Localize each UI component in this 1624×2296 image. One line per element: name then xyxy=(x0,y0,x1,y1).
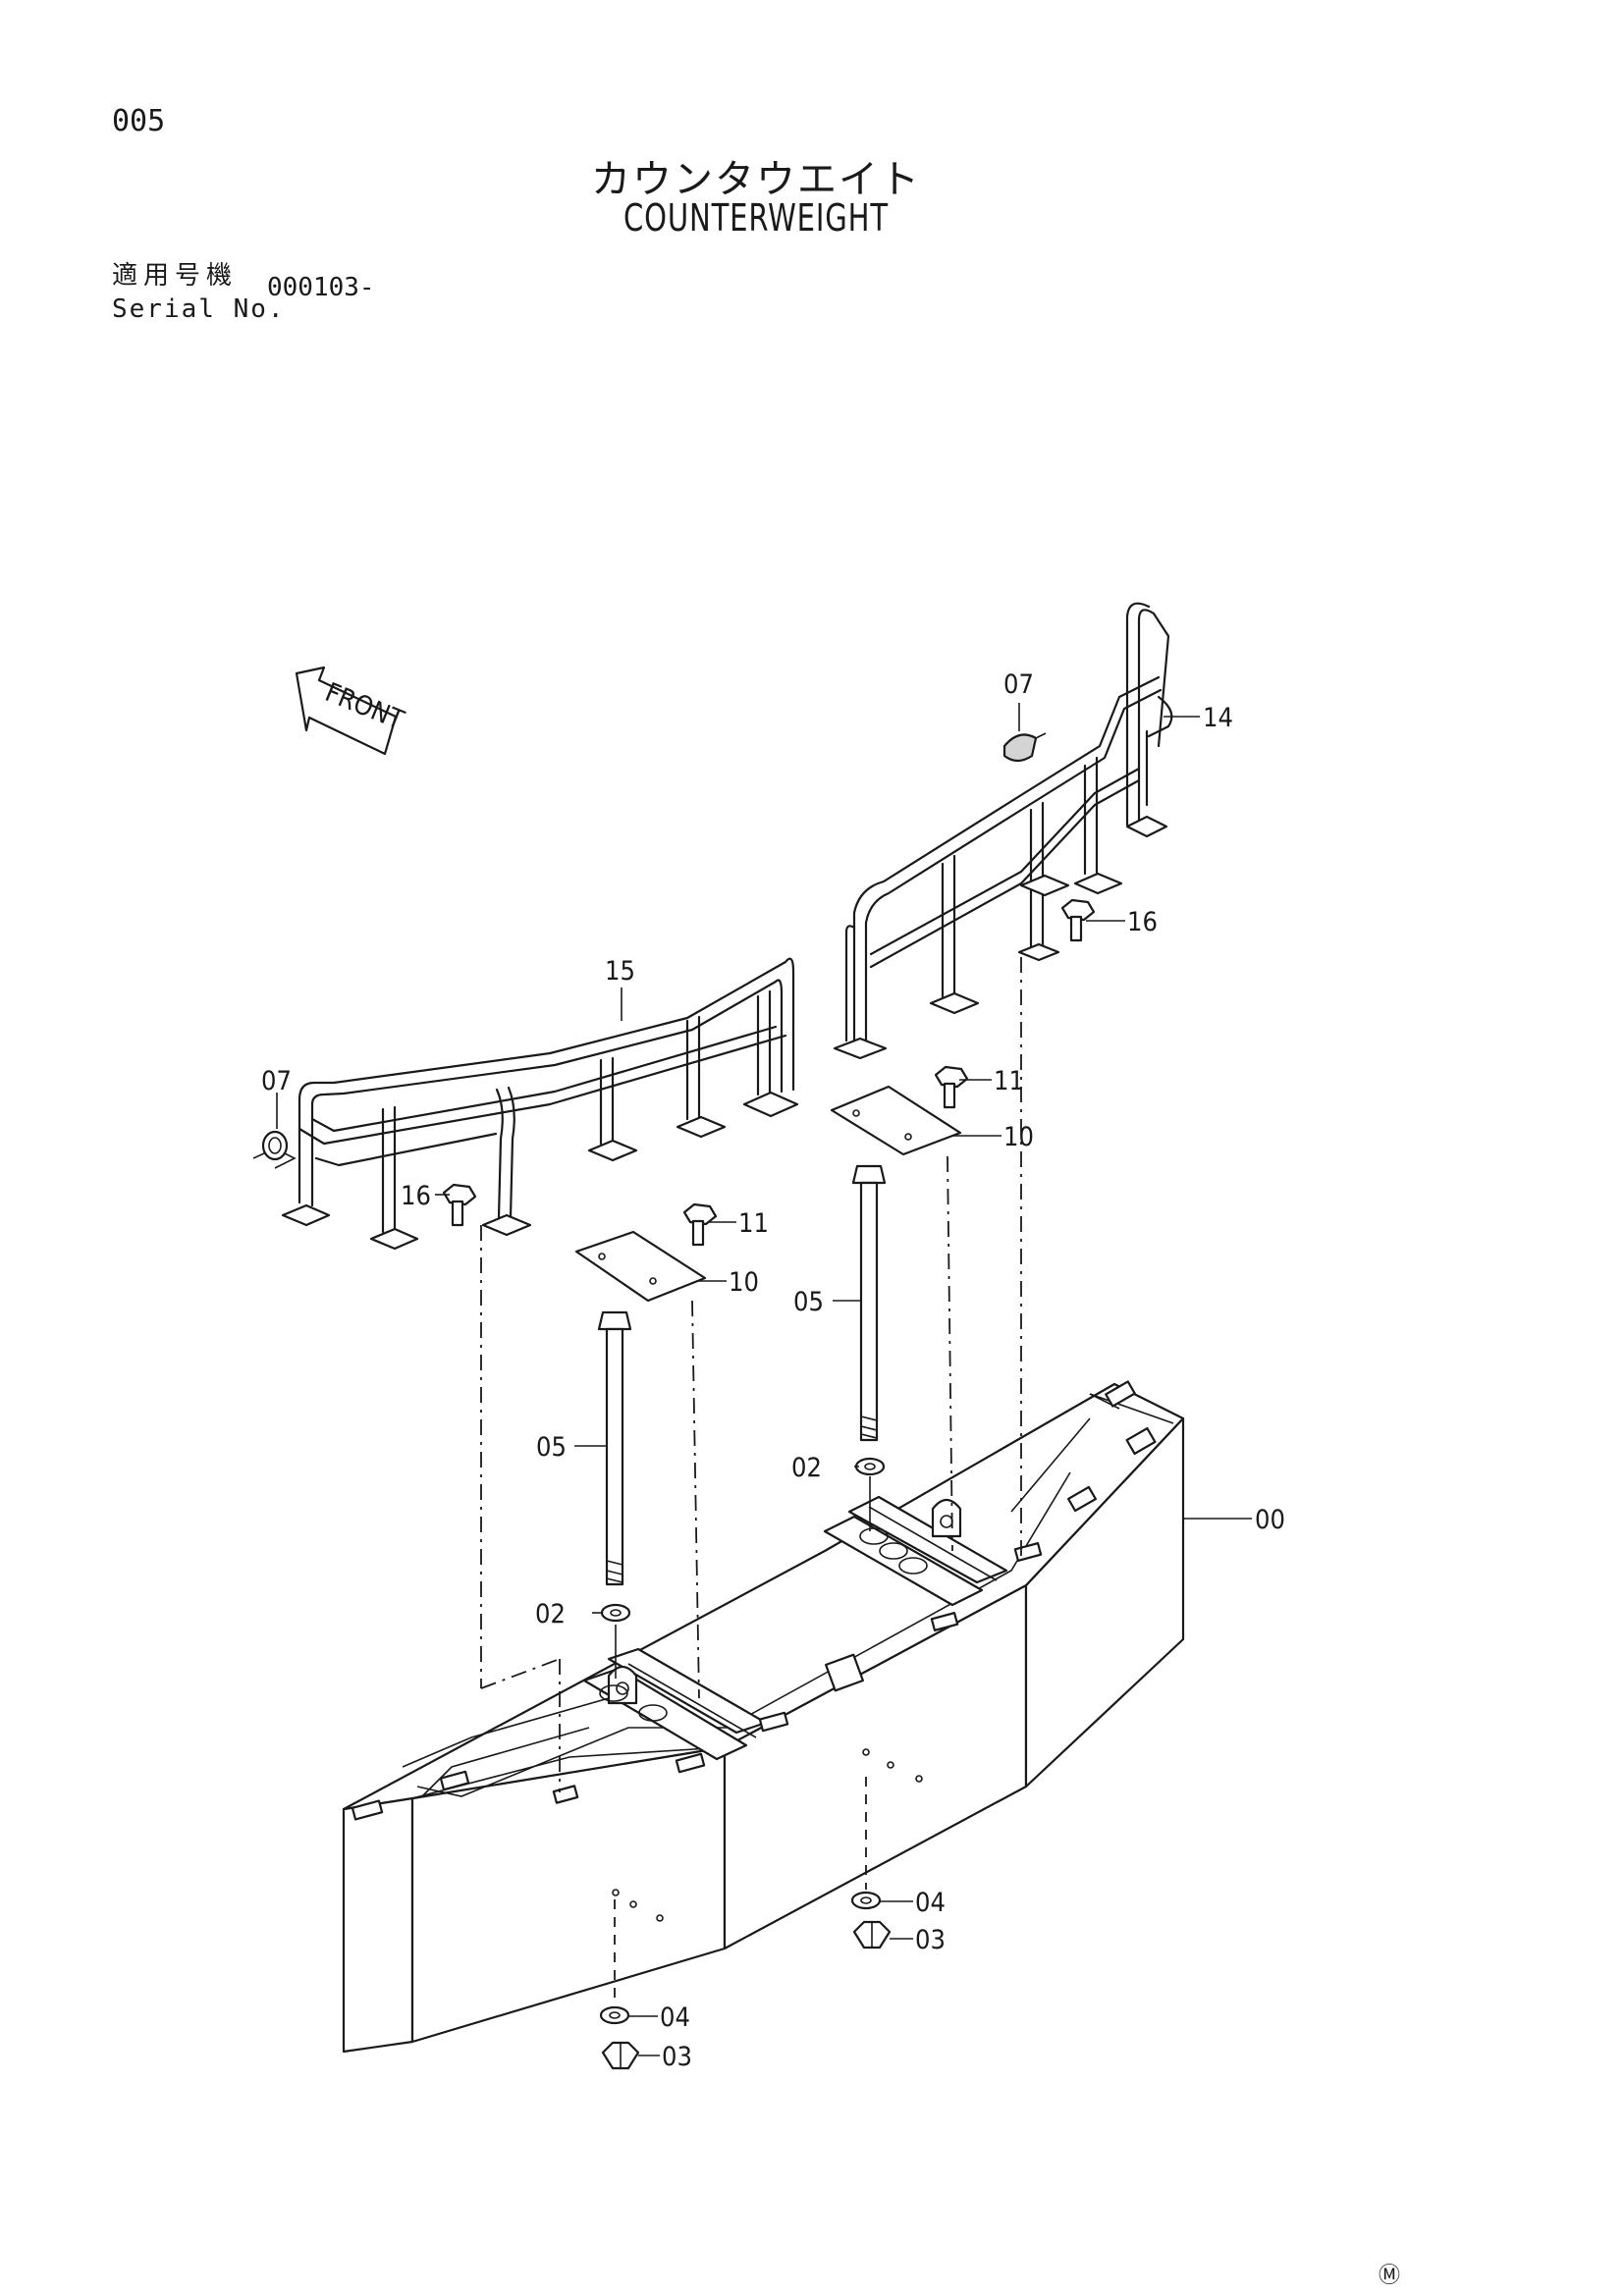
assembly-center-lines xyxy=(480,957,1022,2002)
label-02-right: 02 xyxy=(791,1453,822,1483)
left-handrail xyxy=(252,957,799,1251)
page-number: 005 xyxy=(112,104,166,138)
label-16-left: 16 xyxy=(401,1181,431,1211)
label-10-right: 10 xyxy=(1003,1122,1034,1152)
label-16-right: 16 xyxy=(1127,907,1158,937)
leader-lines xyxy=(276,703,1252,2056)
label-11-right: 11 xyxy=(994,1066,1024,1096)
label-02-left: 02 xyxy=(535,1599,566,1629)
label-10-left: 10 xyxy=(729,1267,759,1298)
rubber-caps xyxy=(261,732,1047,1161)
label-04-right: 04 xyxy=(915,1888,946,1918)
serial-label-english: Serial No. xyxy=(112,294,286,324)
label-03-left: 03 xyxy=(662,2042,692,2072)
cover-plates xyxy=(574,1085,962,1303)
serial-number-value: 000103- xyxy=(267,273,375,302)
label-05-left: 05 xyxy=(536,1432,567,1463)
title-japanese: カウンタウエイト xyxy=(591,157,921,202)
title-english: COUNTERWEIGHT xyxy=(623,196,889,240)
label-15: 15 xyxy=(605,956,635,987)
counterweight-body xyxy=(342,1380,1185,2054)
long-bolts xyxy=(597,1164,887,1586)
label-05-right: 05 xyxy=(793,1287,824,1317)
front-direction-arrow: FRONT xyxy=(295,666,407,756)
label-00: 00 xyxy=(1255,1505,1285,1535)
label-04-left: 04 xyxy=(660,2002,690,2033)
label-07-left: 07 xyxy=(261,1066,292,1096)
manufacturer-mark: Ⓜ xyxy=(1379,2264,1401,2288)
serial-label-japanese: 適用号機 xyxy=(112,261,239,291)
label-07-right: 07 xyxy=(1003,669,1034,700)
label-03-right: 03 xyxy=(915,1925,946,1955)
washers-and-nuts xyxy=(599,1457,892,2070)
hex-bolts xyxy=(442,898,1096,1247)
callout-labels: 07 14 16 15 07 11 10 16 11 10 05 05 02 0… xyxy=(261,669,1285,2072)
label-11-left: 11 xyxy=(738,1208,769,1239)
right-handrail xyxy=(833,602,1173,1060)
label-14: 14 xyxy=(1203,703,1233,733)
